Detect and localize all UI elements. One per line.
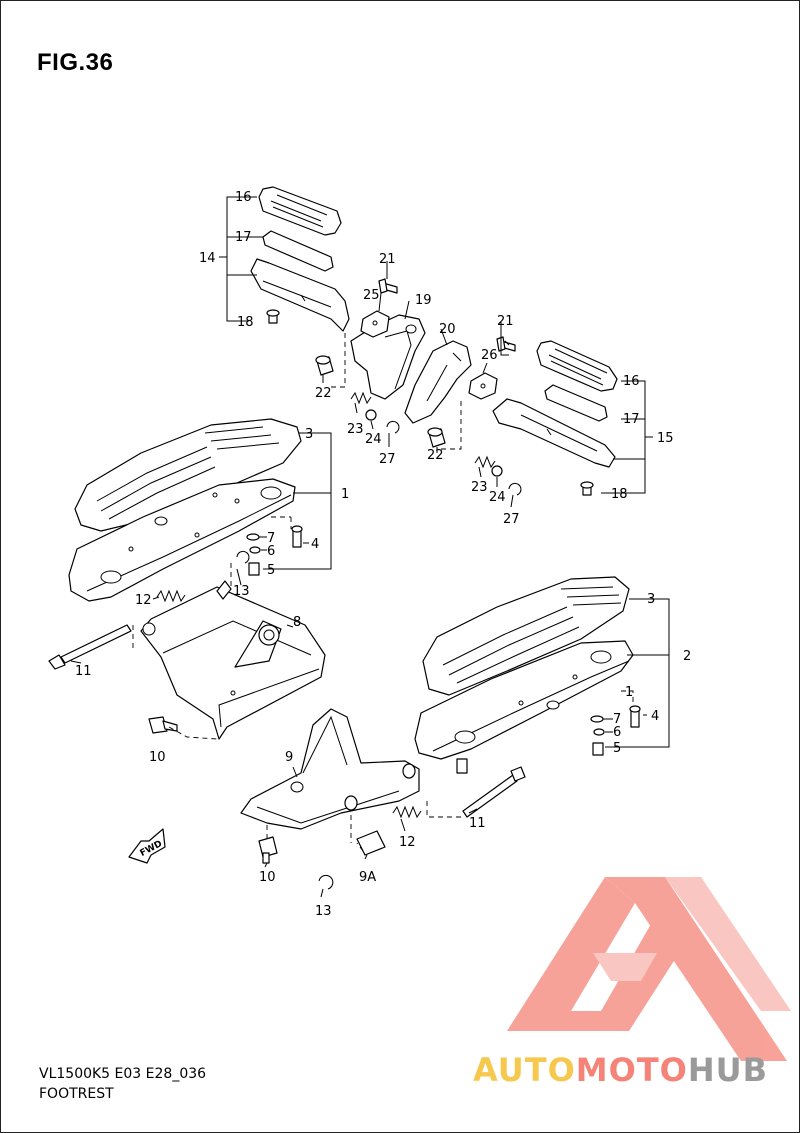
floorboard-left-assembly bbox=[68, 418, 303, 602]
callout-13a: 13 bbox=[233, 584, 250, 599]
callout-21a: 21 bbox=[379, 252, 396, 267]
floorboard-bracket-left bbox=[48, 550, 326, 740]
callout-21b: 21 bbox=[497, 314, 514, 329]
callout-17b: 17 bbox=[623, 412, 640, 427]
callout-9: 9 bbox=[285, 750, 293, 765]
callout-11a: 11 bbox=[75, 664, 92, 679]
callout-16a: 16 bbox=[235, 190, 252, 205]
callout-9A: 9A bbox=[359, 870, 376, 885]
callout-3b: 3 bbox=[647, 592, 655, 607]
section-name: FOOTREST bbox=[39, 1086, 114, 1102]
model-code: VL1500K5 E03 E28_036 bbox=[39, 1066, 207, 1082]
callout-24a: 24 bbox=[365, 432, 382, 447]
callout-24b: 24 bbox=[489, 490, 506, 505]
callout-13b: 13 bbox=[315, 904, 332, 919]
callout-17a: 17 bbox=[235, 230, 252, 245]
callout-1b: 1 bbox=[625, 685, 633, 700]
watermark-brand-text: AUTOMOTOHUB bbox=[473, 1051, 768, 1089]
brand-hub: HUB bbox=[687, 1051, 769, 1089]
floorboard-right-assembly bbox=[414, 576, 641, 774]
footpeg-rubber-right bbox=[536, 340, 618, 392]
brand-auto: AUTO bbox=[473, 1051, 576, 1089]
callout-2: 2 bbox=[683, 649, 691, 664]
callout-18a: 18 bbox=[237, 315, 254, 330]
callout-8: 8 bbox=[293, 615, 301, 630]
callout-12a: 12 bbox=[135, 593, 152, 608]
callout-1a: 1 bbox=[341, 487, 349, 502]
forward-direction-arrow: FWD bbox=[128, 828, 166, 864]
passenger-footpeg-right-assembly bbox=[404, 336, 618, 496]
floorboard-rubber-left bbox=[74, 418, 302, 532]
callout-10a: 10 bbox=[149, 750, 166, 765]
callout-4a: 4 bbox=[311, 537, 319, 552]
callout-11b: 11 bbox=[469, 816, 486, 831]
callout-22b: 22 bbox=[427, 448, 444, 463]
callout-19: 19 bbox=[415, 293, 432, 308]
callout-22a: 22 bbox=[315, 386, 332, 401]
callout-23b: 23 bbox=[471, 480, 488, 495]
floorboard-base-right bbox=[414, 640, 634, 760]
footpeg-plate-left bbox=[262, 230, 334, 272]
callout-12b: 12 bbox=[399, 835, 416, 850]
callout-16b: 16 bbox=[623, 374, 640, 389]
callout-4b: 4 bbox=[651, 709, 659, 724]
callout-7b: 7 bbox=[613, 712, 621, 727]
footpeg-rubber-left bbox=[258, 186, 342, 236]
callout-18b: 18 bbox=[611, 487, 628, 502]
callout-6a: 6 bbox=[267, 544, 275, 559]
figure-title: FIG.36 bbox=[37, 49, 114, 76]
callout-3a: 3 bbox=[305, 427, 313, 442]
callout-25: 25 bbox=[363, 288, 380, 303]
callout-numbers: 16 17 14 18 21 25 19 22 23 24 27 20 21 2… bbox=[75, 190, 691, 919]
callout-20: 20 bbox=[439, 322, 456, 337]
callout-27a: 27 bbox=[379, 452, 396, 467]
watermark-logo bbox=[507, 877, 791, 1061]
brand-moto: MOTO bbox=[575, 1051, 688, 1089]
callout-7a: 7 bbox=[267, 531, 275, 546]
floorboard-rubber-right bbox=[422, 576, 630, 696]
callout-23a: 23 bbox=[347, 422, 364, 437]
callout-10b: 10 bbox=[259, 870, 276, 885]
floorboard-bracket-right bbox=[240, 708, 526, 890]
callout-26: 26 bbox=[481, 348, 498, 363]
callout-27b: 27 bbox=[503, 512, 520, 527]
callout-leader-lines bbox=[70, 196, 670, 898]
callout-15: 15 bbox=[657, 431, 674, 446]
callout-5a: 5 bbox=[267, 563, 275, 578]
floorboard-base-left bbox=[68, 478, 296, 602]
passenger-footpeg-bracket-left bbox=[315, 278, 426, 434]
callout-5b: 5 bbox=[613, 741, 621, 756]
passenger-footpeg-left-assembly bbox=[250, 186, 350, 332]
callout-14: 14 bbox=[199, 251, 216, 266]
callout-6b: 6 bbox=[613, 725, 621, 740]
